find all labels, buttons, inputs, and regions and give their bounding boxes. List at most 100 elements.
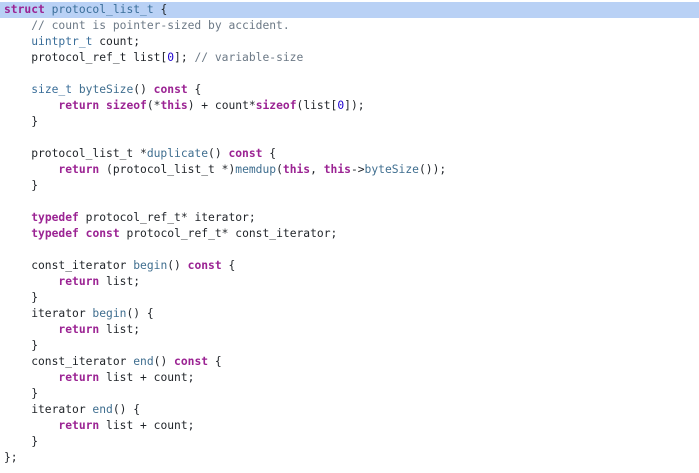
code-line[interactable] — [0, 130, 699, 146]
code-token: byteSize — [364, 163, 419, 176]
code-line[interactable] — [0, 66, 699, 82]
code-token: }; — [4, 451, 18, 464]
code-line[interactable]: } — [0, 386, 699, 402]
code-line[interactable] — [0, 242, 699, 258]
code-line[interactable]: const_iterator begin() const { — [0, 258, 699, 274]
code-token: uintptr_t — [31, 35, 93, 48]
code-line[interactable]: typedef protocol_ref_t* iterator; — [0, 210, 699, 226]
code-token: this — [282, 163, 311, 176]
code-token: protocol_ref_t* const_iterator; — [119, 227, 338, 240]
code-token: const — [174, 355, 209, 368]
code-token: end — [133, 355, 154, 368]
code-token: 0 — [337, 99, 345, 112]
code-token: ()); — [418, 163, 447, 176]
code-line[interactable] — [0, 194, 699, 210]
code-token — [4, 275, 58, 288]
code-token — [72, 83, 79, 96]
code-token: list + count; — [99, 371, 195, 384]
code-token: protocol_list_t * — [4, 147, 147, 160]
code-token: return — [58, 99, 100, 112]
code-token: return — [58, 275, 100, 288]
code-token: () — [167, 259, 188, 272]
code-line[interactable]: iterator end() { — [0, 402, 699, 418]
code-token — [45, 3, 52, 16]
code-token: 0 — [167, 51, 175, 64]
code-token: sizeof — [106, 99, 147, 112]
code-token — [4, 211, 31, 224]
code-line[interactable]: return list + count; — [0, 418, 699, 434]
code-line[interactable]: return list; — [0, 274, 699, 290]
code-line[interactable]: iterator begin() { — [0, 306, 699, 322]
code-token: const — [85, 227, 120, 240]
code-token: } — [4, 339, 39, 352]
code-line[interactable]: return (protocol_list_t *)memdup(this, t… — [0, 162, 699, 178]
code-line[interactable]: struct protocol_list_t { — [0, 2, 699, 18]
code-token: { — [221, 259, 236, 272]
code-line[interactable]: }; — [0, 450, 699, 466]
code-token: { — [187, 83, 202, 96]
code-token: { — [208, 355, 222, 368]
code-line[interactable]: } — [0, 290, 699, 306]
code-line[interactable]: protocol_ref_t list[0]; // variable-size — [0, 50, 699, 66]
code-line[interactable]: protocol_list_t *duplicate() const { — [0, 146, 699, 162]
code-token: (protocol_list_t *) — [99, 163, 236, 176]
code-line[interactable]: // count is pointer-sized by accident. — [0, 18, 699, 34]
code-line[interactable]: return list; — [0, 322, 699, 338]
code-token: return — [58, 163, 100, 176]
code-token: } — [4, 291, 39, 304]
code-token: ]); — [344, 99, 365, 112]
code-token: // count is pointer-sized by accident. — [4, 19, 290, 32]
code-line[interactable]: const_iterator end() const { — [0, 354, 699, 370]
code-token — [4, 35, 31, 48]
code-line[interactable]: size_t byteSize() const { — [0, 82, 699, 98]
code-line[interactable]: typedef const protocol_ref_t* const_iter… — [0, 226, 699, 242]
code-token: list; — [99, 275, 141, 288]
code-token — [4, 163, 58, 176]
code-token: protocol_ref_t* iterator; — [78, 211, 256, 224]
code-token: () { — [112, 403, 141, 416]
code-token: this — [323, 163, 351, 176]
code-token: end — [92, 403, 113, 416]
code-token: -> — [350, 163, 365, 176]
code-line[interactable]: } — [0, 434, 699, 450]
code-token: { — [262, 147, 277, 160]
code-token: const — [187, 259, 222, 272]
code-token: (* — [146, 99, 161, 112]
code-token — [4, 371, 58, 384]
code-token: byteSize — [78, 83, 134, 96]
code-token: list + count; — [99, 419, 195, 432]
code-token: } — [4, 387, 39, 400]
code-token: struct — [4, 3, 45, 16]
code-token — [79, 227, 86, 240]
code-line[interactable]: return list + count; — [0, 370, 699, 386]
code-token: const_iterator — [4, 259, 134, 272]
code-token: ( — [276, 163, 283, 176]
code-token: list; — [99, 323, 141, 336]
code-line[interactable]: return sizeof(*this) + count*sizeof(list… — [0, 98, 699, 114]
code-line[interactable]: uintptr_t count; — [0, 34, 699, 50]
code-token: this — [160, 99, 188, 112]
code-token: () — [153, 355, 175, 368]
code-token: begin — [92, 307, 127, 320]
code-token — [4, 83, 31, 96]
code-token: begin — [133, 259, 168, 272]
code-token: } — [4, 115, 39, 128]
code-token: size_t — [31, 83, 73, 96]
code-token: ]; — [174, 51, 195, 64]
code-token: } — [4, 435, 39, 448]
code-token — [4, 323, 58, 336]
code-token: const — [153, 83, 188, 96]
code-token: (list[ — [296, 99, 338, 112]
code-token: () — [133, 83, 154, 96]
code-token: iterator — [4, 307, 93, 320]
code-token: // variable-size — [194, 51, 304, 64]
code-token: iterator — [4, 403, 93, 416]
code-line[interactable]: } — [0, 114, 699, 130]
code-token — [4, 99, 58, 112]
code-token: duplicate — [146, 147, 209, 160]
code-token — [4, 419, 58, 432]
code-line[interactable]: } — [0, 178, 699, 194]
code-token: , — [310, 163, 324, 176]
code-line[interactable]: } — [0, 338, 699, 354]
